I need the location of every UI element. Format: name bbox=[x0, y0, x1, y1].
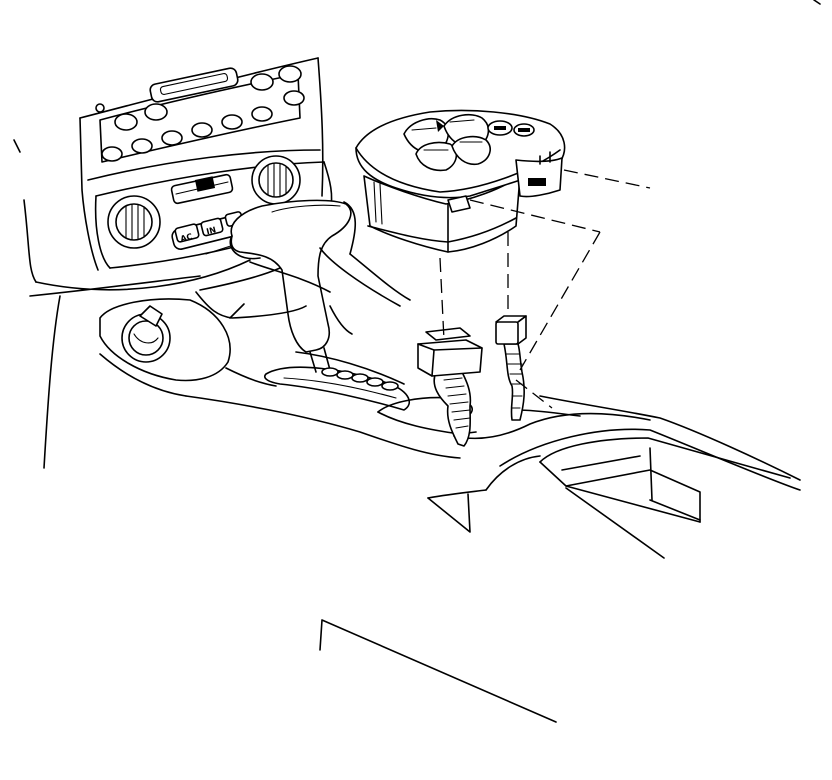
hvac-control-panel: AC IN bbox=[107, 155, 301, 255]
hvac-buttons: AC IN bbox=[171, 211, 247, 250]
shift-gate bbox=[264, 351, 411, 411]
temperature-knob bbox=[251, 155, 301, 205]
cassette-slot bbox=[149, 67, 239, 103]
radio-preset-buttons bbox=[95, 65, 305, 162]
mode-slider bbox=[170, 173, 234, 205]
wiring-harness bbox=[433, 343, 525, 447]
shift-lever-icon bbox=[229, 199, 352, 373]
assembly-guide-lines bbox=[439, 169, 651, 409]
ac-button bbox=[174, 223, 200, 243]
window-switch-module-icon bbox=[355, 109, 566, 253]
window-switch-rockers bbox=[403, 113, 491, 172]
fan-speed-knob bbox=[107, 195, 161, 249]
recirc-button bbox=[200, 217, 224, 237]
ac-button-label: AC bbox=[179, 232, 193, 244]
instrument-panel bbox=[13, 57, 333, 469]
recirc-button-label: IN bbox=[205, 225, 217, 236]
radio-unit bbox=[95, 65, 305, 163]
wiring-connector-icon bbox=[417, 315, 527, 377]
power-outlet-icon bbox=[99, 298, 231, 382]
lock-switches bbox=[487, 120, 535, 137]
armrest-storage bbox=[539, 437, 791, 559]
center-console bbox=[99, 201, 801, 723]
